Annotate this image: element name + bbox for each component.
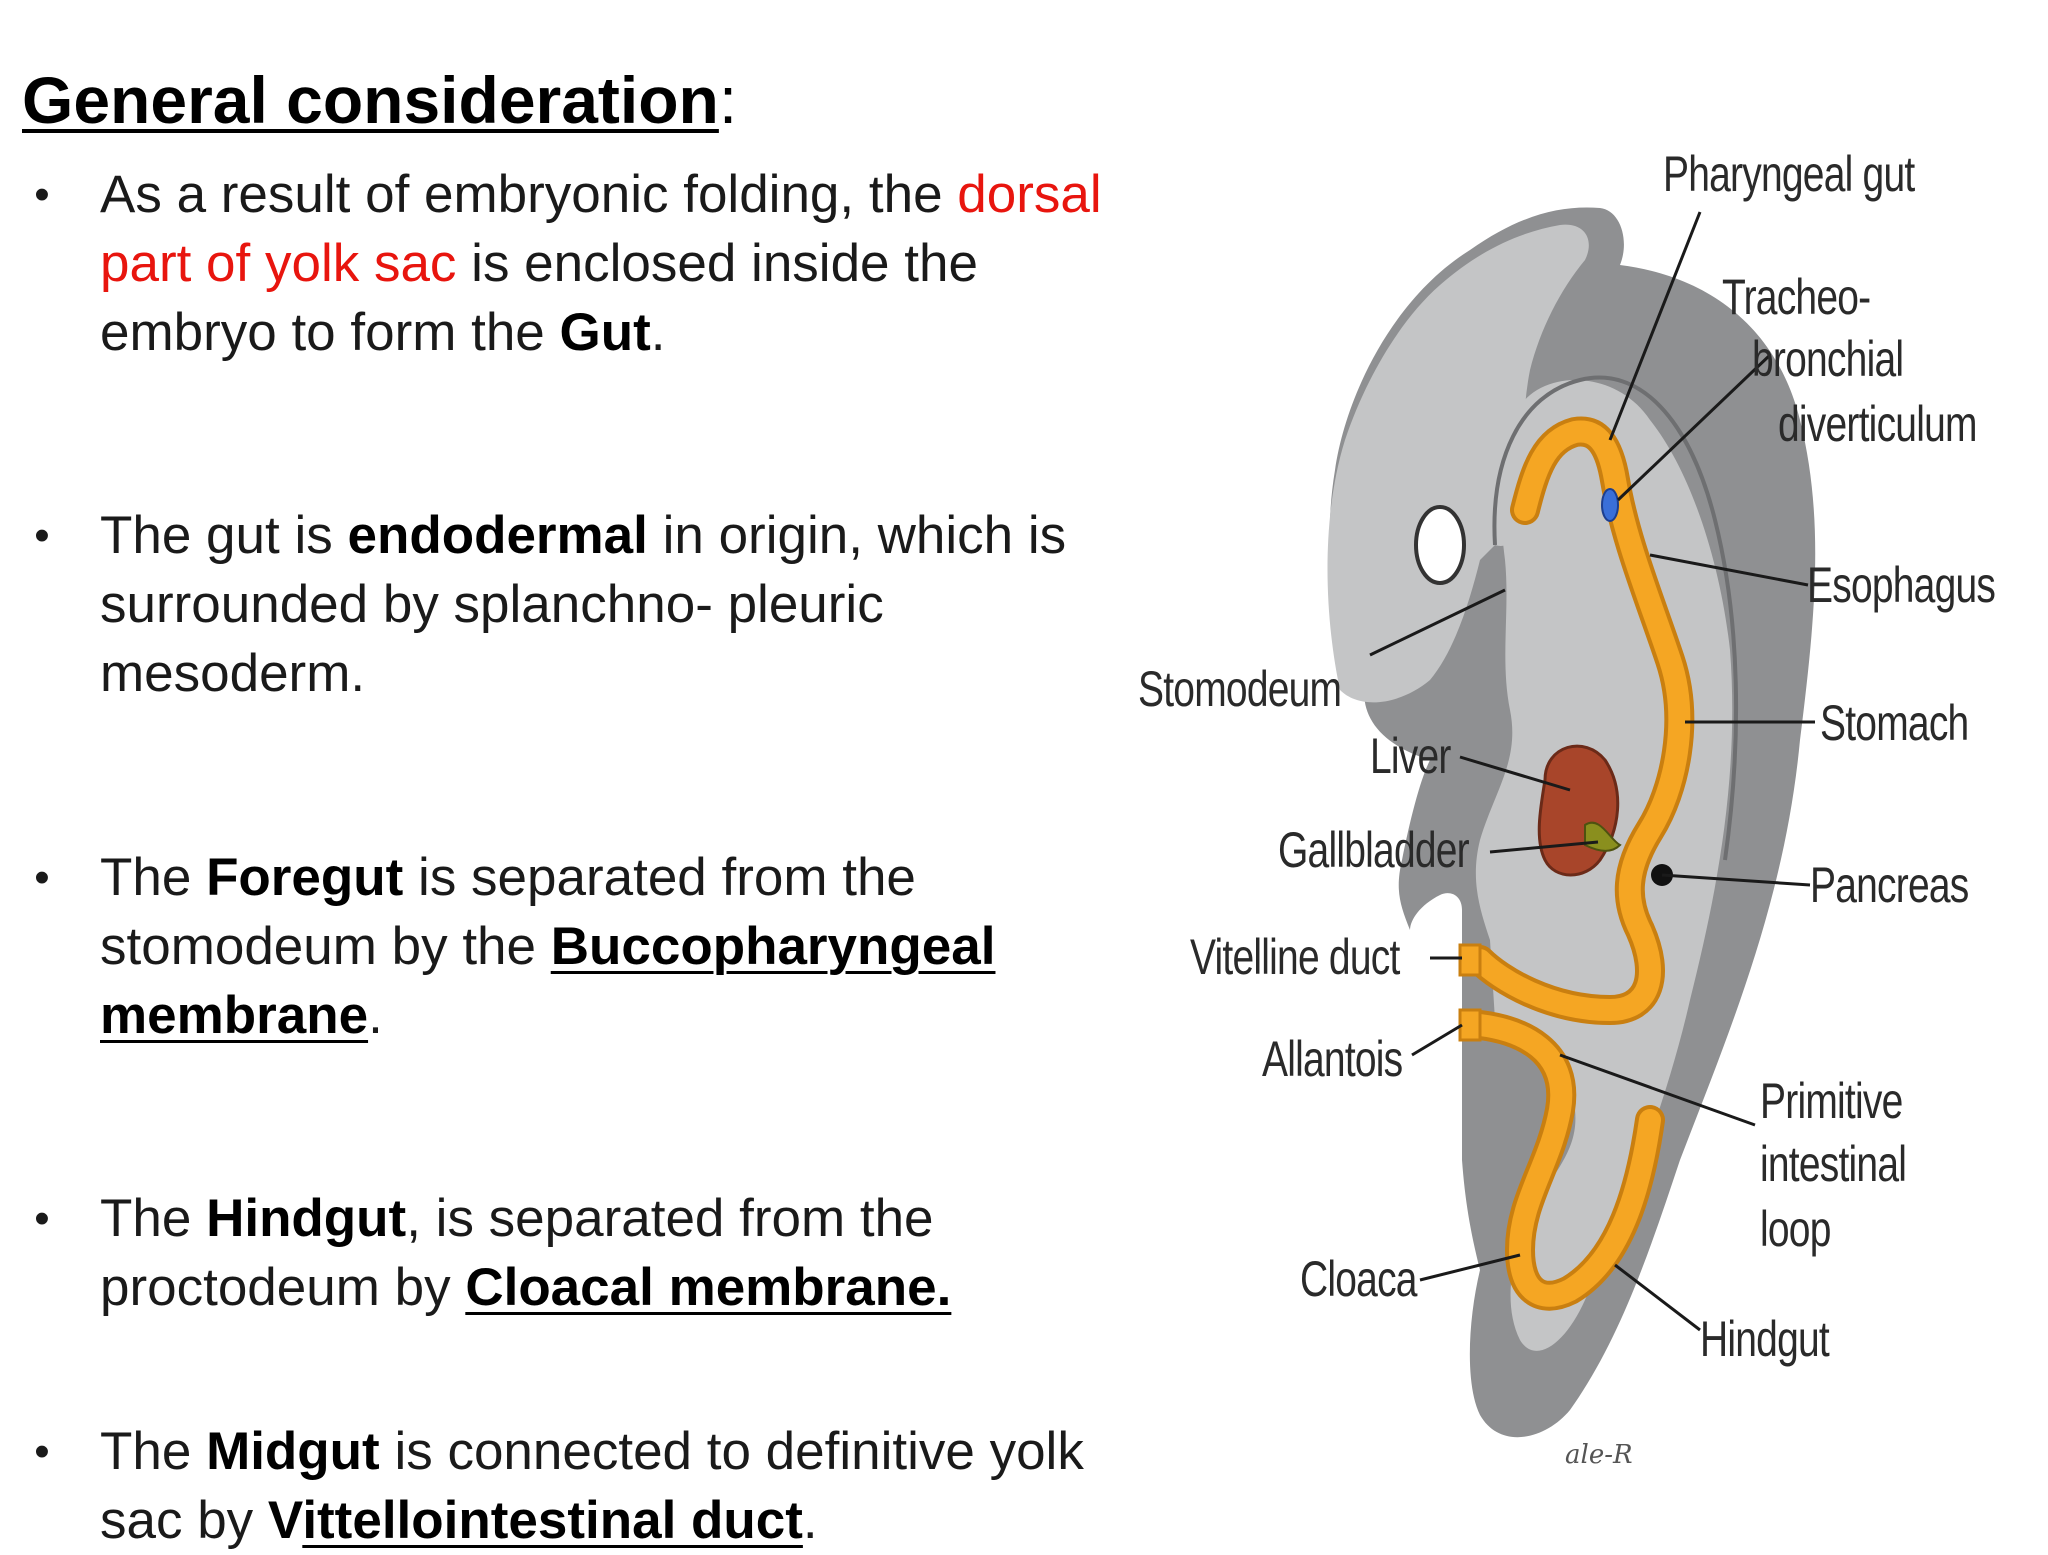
bullet-dot-icon: •	[34, 1427, 50, 1476]
leader-gallbladder	[1489, 840, 1599, 854]
label-esophagus: Esophagus	[1807, 557, 1996, 613]
leader-tracheo	[1616, 353, 1772, 502]
bullet-dot-icon: •	[34, 511, 50, 560]
label-primitive-2: intestinal	[1760, 1136, 1907, 1192]
bullet-text: is separated from the stomodeum by the	[100, 848, 916, 976]
leader-pancreas	[1661, 873, 1811, 887]
label-cloaca: Cloaca	[1300, 1251, 1417, 1307]
label-hindgut: Hindgut	[1700, 1311, 1830, 1367]
bullet-list: • As a result of embryonic folding, the …	[22, 160, 1132, 1555]
label-stomodeum: Stomodeum	[1138, 661, 1342, 717]
title-text: General consideration	[22, 63, 719, 137]
term-buccopharyngeal-membrane: Buccopharyngeal membrane	[100, 917, 996, 1045]
leader-esophagus	[1649, 553, 1809, 587]
bullet-dot-icon: •	[34, 170, 50, 219]
bullet-text: As a result of embryonic folding, the	[100, 165, 958, 224]
highlight-yolk-sac: dorsal part of yolk sac	[100, 165, 1102, 293]
leader-cloaca	[1419, 1253, 1521, 1282]
stomodeum-opening	[1414, 505, 1466, 585]
label-tracheo-2: bronchial	[1752, 331, 1904, 387]
bullet-endodermal: • The gut is endodermal in origin, which…	[22, 501, 1132, 708]
label-gallbladder: Gallbladder	[1278, 822, 1470, 878]
bullet-foregut: • The Foregut is separated from the stom…	[22, 843, 1132, 1050]
term-gut: Gut	[559, 303, 651, 362]
slide-title: General consideration:	[22, 62, 737, 138]
bullet-text: The gut is	[100, 506, 348, 565]
label-primitive-3: loop	[1760, 1201, 1831, 1257]
leader-lines	[1369, 211, 1815, 1332]
bullet-text: is enclosed inside the embryo to form th…	[100, 234, 978, 362]
gut-tube-fill	[1469, 420, 1691, 1307]
leader-allantois	[1411, 1023, 1463, 1057]
allantois-shape	[1458, 1008, 1482, 1042]
label-allantois: Allantois	[1262, 1031, 1403, 1087]
leader-primitive-loop	[1559, 1053, 1756, 1127]
term-endodermal: endodermal	[347, 506, 648, 565]
vitelline-duct-shape	[1458, 943, 1482, 977]
leader-liver	[1459, 755, 1571, 792]
bullet-text: in origin, which is surrounded by splanc…	[100, 506, 1067, 703]
term-cloacal-membrane: Cloacal membrane.	[465, 1258, 952, 1317]
label-primitive-1: Primitive	[1760, 1073, 1903, 1129]
bullet-text: .	[802, 1491, 818, 1550]
bullet-text: , is separated from the proctodeum by	[100, 1189, 934, 1317]
body-cavity	[1492, 375, 1739, 861]
bullet-text: .	[368, 986, 383, 1045]
bullet-hindgut: • The Hindgut, is separated from the pro…	[22, 1184, 1132, 1322]
label-tracheo-1: Tracheo-	[1722, 269, 1871, 325]
label-pharyngeal-gut: Pharyngeal gut	[1663, 146, 1915, 202]
term-midgut: Midgut	[206, 1422, 380, 1481]
bullet-text: .	[650, 303, 666, 362]
label-tracheo-3: diverticulum	[1778, 396, 1977, 452]
term-hindgut: Hindgut	[206, 1189, 407, 1248]
bullet-text: The	[100, 1189, 207, 1248]
term-foregut: Foregut	[206, 848, 404, 907]
label-liver: Liver	[1370, 728, 1451, 784]
bullet-text: The	[100, 1422, 207, 1481]
leader-hindgut	[1614, 1263, 1701, 1332]
diverticulum-shape	[1601, 488, 1619, 522]
leader-pharyngeal-gut	[1608, 211, 1702, 441]
bullet-dot-icon: •	[34, 1194, 50, 1243]
label-pancreas: Pancreas	[1810, 857, 1969, 913]
label-stomach: Stomach	[1820, 695, 1969, 751]
embryo-head-fold	[1327, 224, 1589, 703]
title-colon: :	[718, 63, 738, 137]
artist-signature: ale-R	[1565, 1440, 1633, 1470]
label-vitelline-duct: Vitelline duct	[1190, 929, 1400, 985]
leader-stomodeum	[1369, 588, 1506, 657]
bullet-dot-icon: •	[34, 853, 50, 902]
bullet-folding: • As a result of embryonic folding, the …	[22, 160, 1132, 367]
bullet-text: The	[100, 848, 207, 907]
